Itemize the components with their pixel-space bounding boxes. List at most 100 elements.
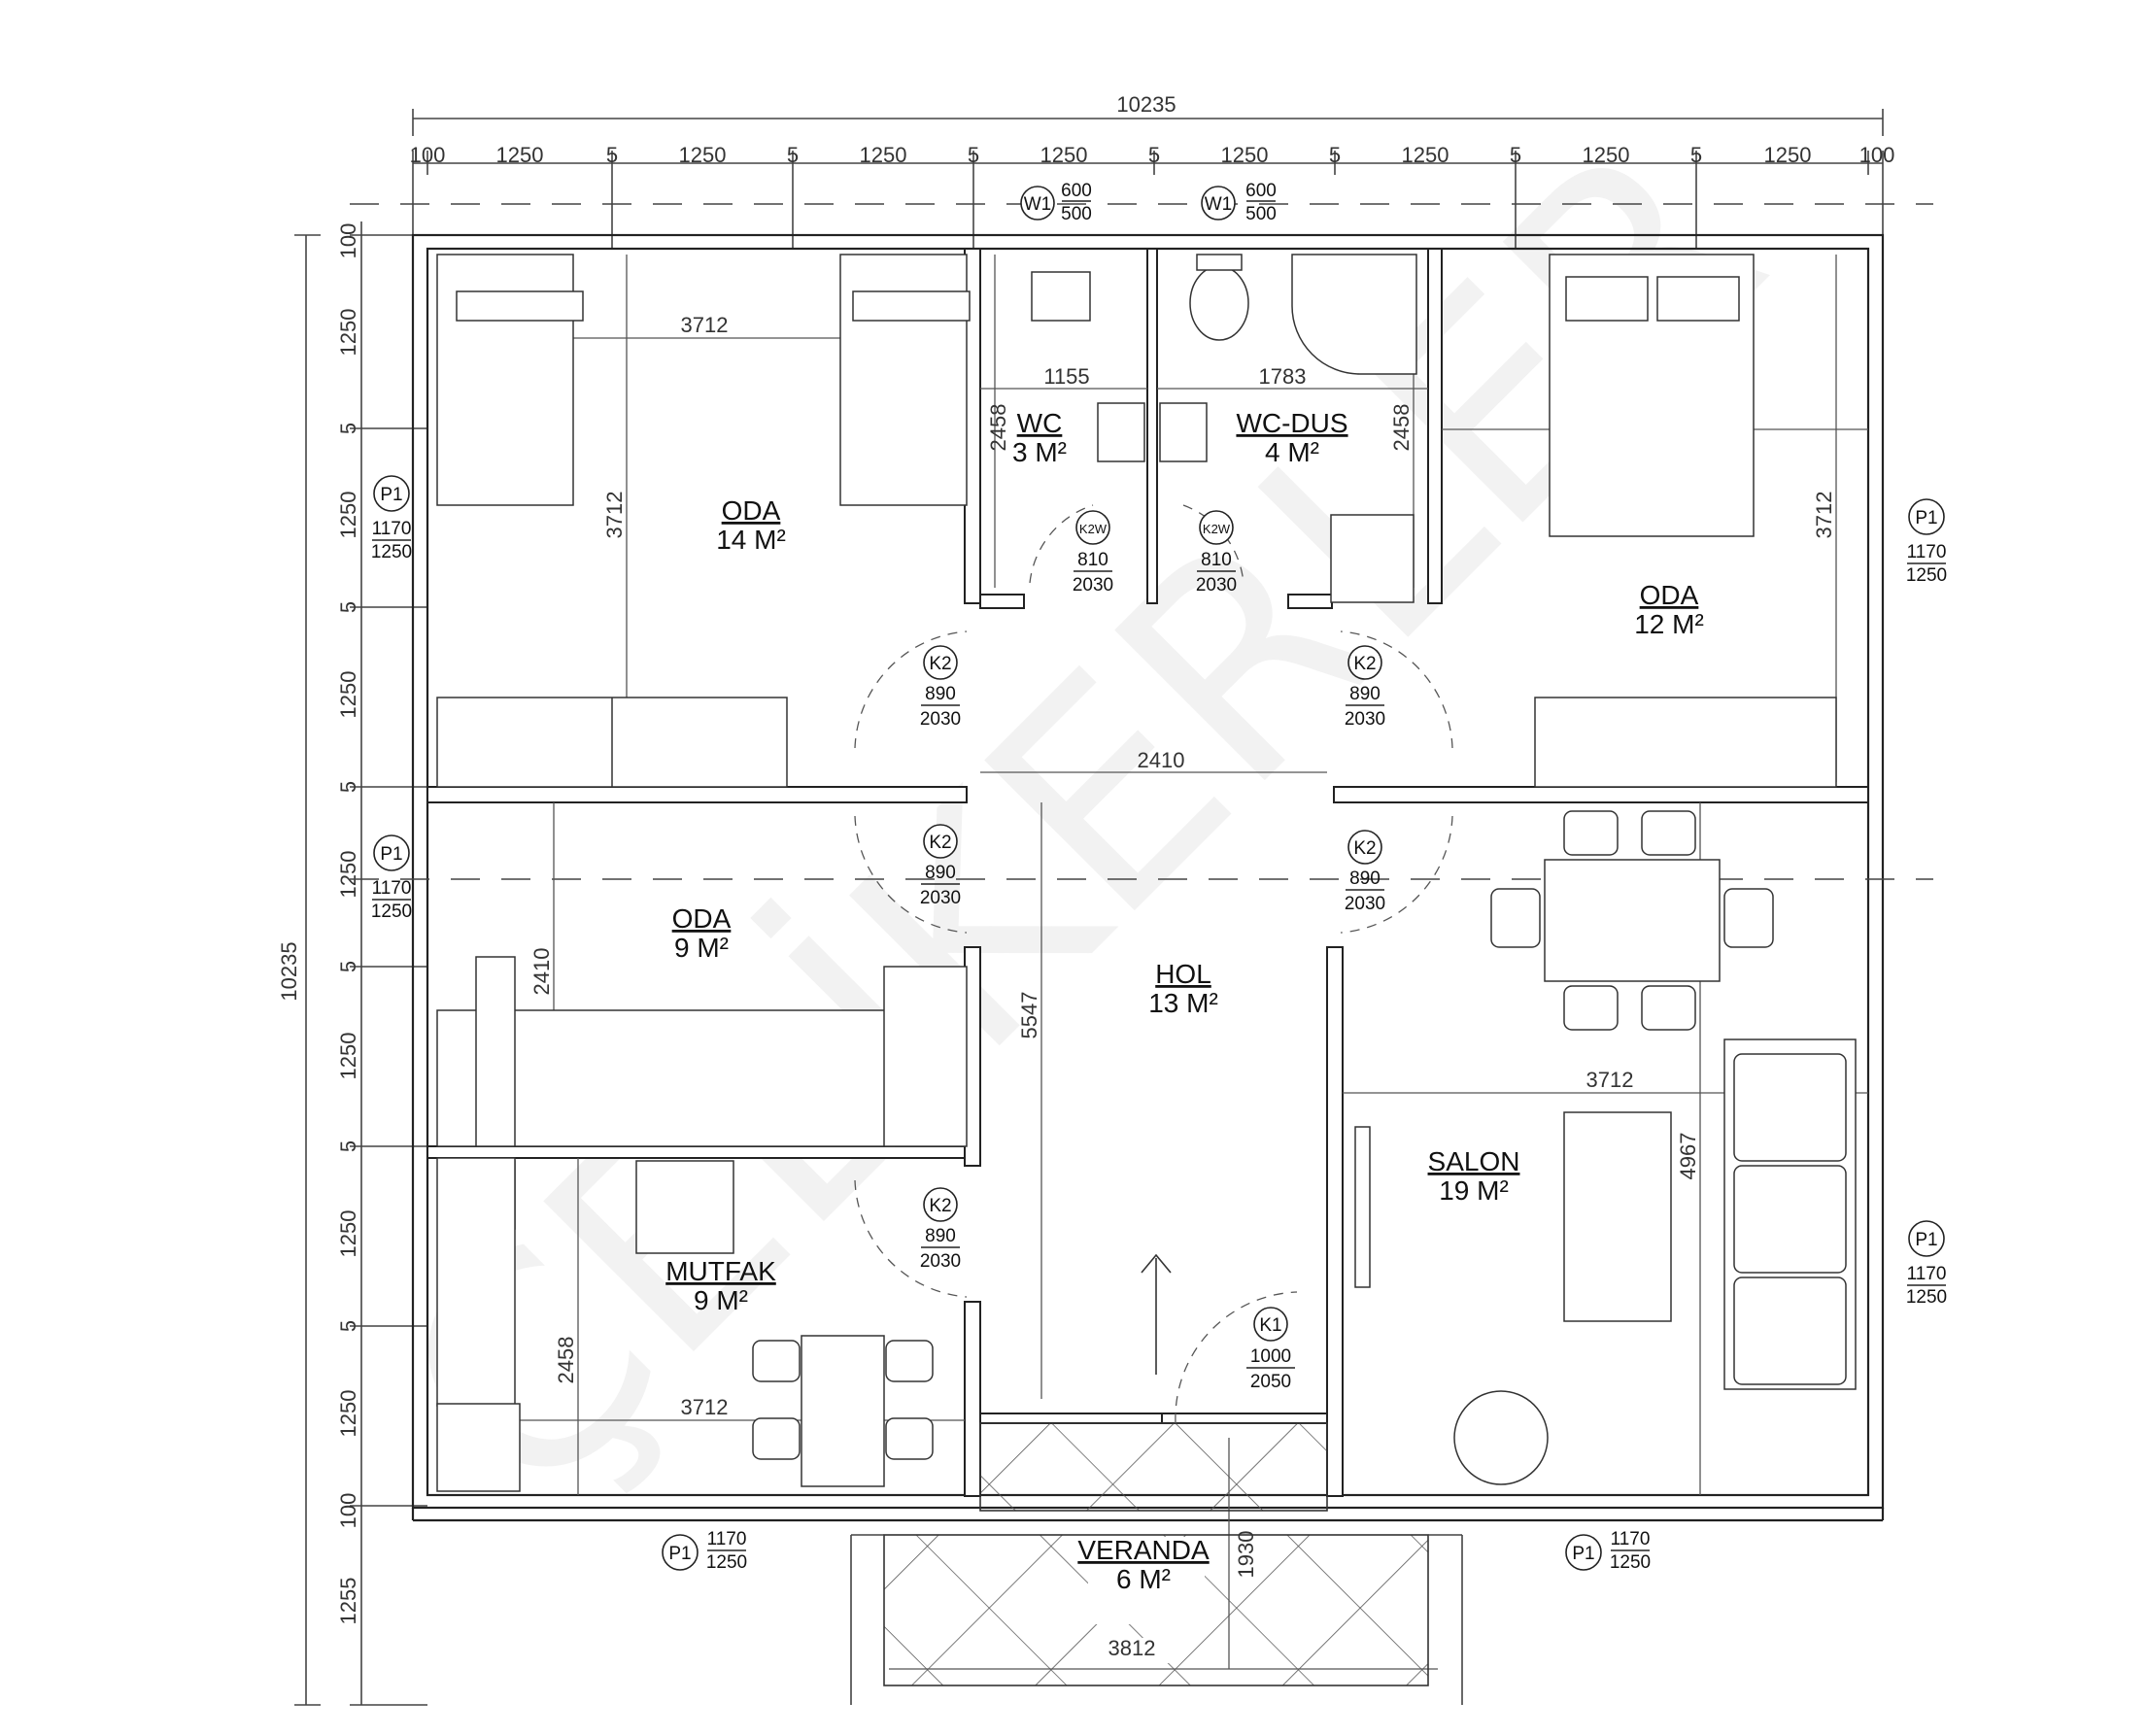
window-height: 1250 [1906,1287,1947,1308]
dim-hol-w: 2410 [1138,748,1185,772]
room-area-hol: 13 M² [1148,988,1218,1018]
window-width: 1170 [707,1529,747,1549]
door-width: 810 [1077,550,1108,570]
door-k2-oda12: K2 890 2030 [1345,645,1385,730]
left-dim: 1250 [336,671,360,719]
window-height: 1250 [706,1552,747,1573]
dining-table-icon [801,1335,885,1487]
top-dim: 1250 [1764,143,1812,167]
wardrobe-icon [1534,697,1837,788]
window-width: 1170 [1907,542,1947,562]
left-dim: 1250 [336,1033,360,1080]
window-height: 1250 [1906,565,1947,586]
top-dim: 1250 [1221,143,1269,167]
top-dim: 1250 [1402,143,1449,167]
dim-wcdus-w: 1783 [1259,364,1307,389]
left-dim: 5 [336,781,360,793]
room-name-veranda: VERANDA [1077,1535,1210,1565]
left-dim: 1250 [336,1390,360,1438]
window-p1-left-lower: P1 1170 1250 [371,834,412,922]
dim-wcdus-h: 2458 [1389,404,1414,452]
window-code: P1 [668,1544,691,1564]
door-swings [854,504,1453,1424]
sink-icon [1097,402,1145,462]
toilet-icon [1189,265,1249,341]
door-width: 890 [925,863,956,883]
window-code: P1 [380,844,402,865]
door-k1-entrance: K1 1000 2050 [1246,1307,1295,1392]
room-area-oda9: 9 M² [674,933,729,963]
door-height: 2030 [1196,575,1237,596]
left-dim: 5 [336,961,360,972]
door-width: 1000 [1250,1346,1291,1367]
door-k2-oda9: K2 890 2030 [920,824,961,908]
door-k2w-wc: K2W 810 2030 [1073,510,1113,596]
room-area-salon: 19 M² [1439,1175,1509,1206]
room-area-mutfak: 9 M² [694,1285,748,1315]
left-dim: 1250 [336,851,360,899]
door-height: 2030 [920,888,961,908]
left-dim: 5 [336,601,360,613]
room-labels: ODA 14 M² WC 3 M² WC-DUS 4 M² ODA 12 M² … [665,408,1704,1315]
room-name-oda14: ODA [722,495,781,526]
window-w1-right: W1 600 500 [1201,181,1277,224]
room-area-oda14: 14 M² [716,525,786,555]
left-dim: 5 [336,1140,360,1152]
door-height: 2030 [1073,575,1113,596]
room-name-mutfak: MUTFAK [665,1256,776,1286]
top-dim: 100 [410,143,446,167]
window-width: 1170 [372,519,412,539]
room-name-wcdus: WC-DUS [1236,408,1347,438]
window-width: 600 [1245,181,1277,201]
top-dim: 1250 [1583,143,1630,167]
door-code: K2 [1353,654,1376,674]
door-code: K2 [1353,838,1376,859]
window-w1-left: W1 600 500 [1020,181,1092,224]
left-dim: 5 [336,423,360,434]
overall-height: 10235 [277,941,301,1001]
left-dimension-labels: 100 1250 5 1250 5 1250 5 1250 5 1250 5 1… [336,223,360,1625]
dim-mutfak-h: 2458 [554,1337,578,1384]
sink-icon [1159,402,1208,462]
window-width: 600 [1061,181,1092,201]
window-height: 1250 [371,542,412,562]
dim-mutfak-w: 3712 [681,1395,729,1419]
room-name-wc: WC [1017,408,1063,438]
coffee-table-icon [1563,1111,1672,1322]
door-width: 890 [1349,684,1381,704]
top-dim: 5 [1148,143,1160,167]
door-code: K2W [1203,522,1231,536]
left-dim: 5 [336,1320,360,1332]
door-height: 2050 [1250,1372,1291,1392]
window-height: 1250 [1610,1552,1651,1573]
entrance-arrow-icon [1141,1253,1172,1375]
left-dim: 100 [336,1493,360,1529]
door-k2-mutfak: K2 890 2030 [920,1187,961,1272]
door-code: K2 [929,1196,951,1216]
window-height: 1250 [371,902,412,922]
room-area-oda12: 12 M² [1634,609,1704,639]
window-code: P1 [380,485,402,505]
window-p1-right-lower: P1 1170 1250 [1906,1220,1947,1308]
window-p1-left-upper: P1 1170 1250 [371,475,412,562]
dim-veranda-w: 3812 [1108,1636,1156,1660]
door-width: 890 [1349,868,1381,889]
left-dim: 1255 [336,1578,360,1625]
door-code: K2W [1079,522,1108,536]
overall-width: 10235 [1116,92,1176,117]
room-area-wcdus: 4 M² [1265,437,1319,467]
door-height: 2030 [920,709,961,730]
door-height: 2030 [1345,894,1385,914]
dim-oda12-h: 3712 [1812,492,1836,539]
top-dim: 5 [1329,143,1341,167]
top-dim: 1250 [1040,143,1088,167]
dim-salon-w: 3712 [1586,1068,1634,1092]
top-dim: 5 [968,143,979,167]
window-code: W1 [1205,194,1233,215]
top-dimension-labels: 100 1250 5 1250 5 1250 5 1250 5 1250 5 1… [410,143,1895,167]
door-width: 890 [925,684,956,704]
left-dimension-chain [294,221,427,1706]
window-p1-bottom-right: P1 1170 1250 [1565,1529,1651,1573]
window-width: 1170 [1907,1264,1947,1284]
